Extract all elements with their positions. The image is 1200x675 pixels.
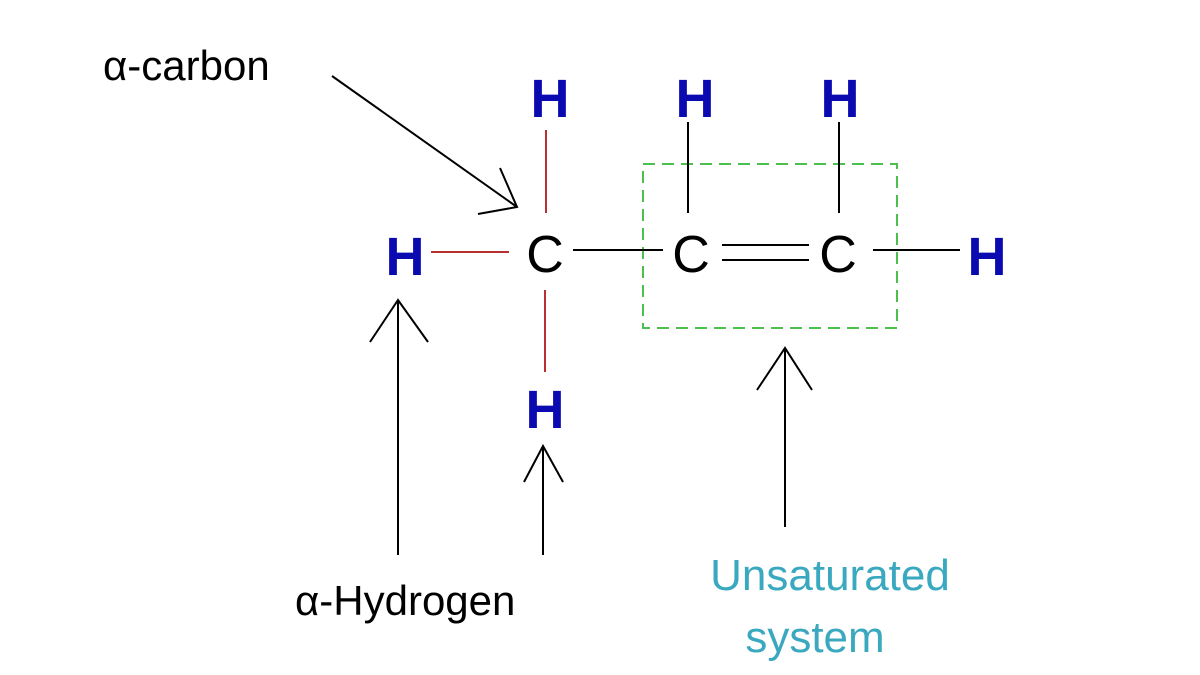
carbon-atom: C xyxy=(672,226,710,284)
alpha-hydrogen-arrow-bottom xyxy=(523,443,564,555)
carbon-atom: C xyxy=(819,226,857,284)
unsaturated-label-line1: Unsaturated xyxy=(710,551,950,600)
hydrogen-atom: H xyxy=(526,380,565,440)
alpha-hydrogen-arrow-left xyxy=(369,298,429,555)
hydrogen-atom: H xyxy=(531,69,570,129)
hydrogen-atom: H xyxy=(676,69,715,129)
unsaturated-label-line2: system xyxy=(745,613,884,662)
hydrogen-atom: H xyxy=(821,69,860,129)
alpha-carbon-label: α-carbon xyxy=(103,42,270,89)
hydrogen-atom: H xyxy=(386,227,425,287)
alpha-hydrogen-label: α-Hydrogen xyxy=(295,577,515,624)
alpha-carbon-arrow xyxy=(331,75,519,215)
hydrogen-atom: H xyxy=(968,227,1007,287)
unsaturated-system-arrow xyxy=(756,346,813,527)
carbon-atom-alpha: C xyxy=(526,226,564,284)
